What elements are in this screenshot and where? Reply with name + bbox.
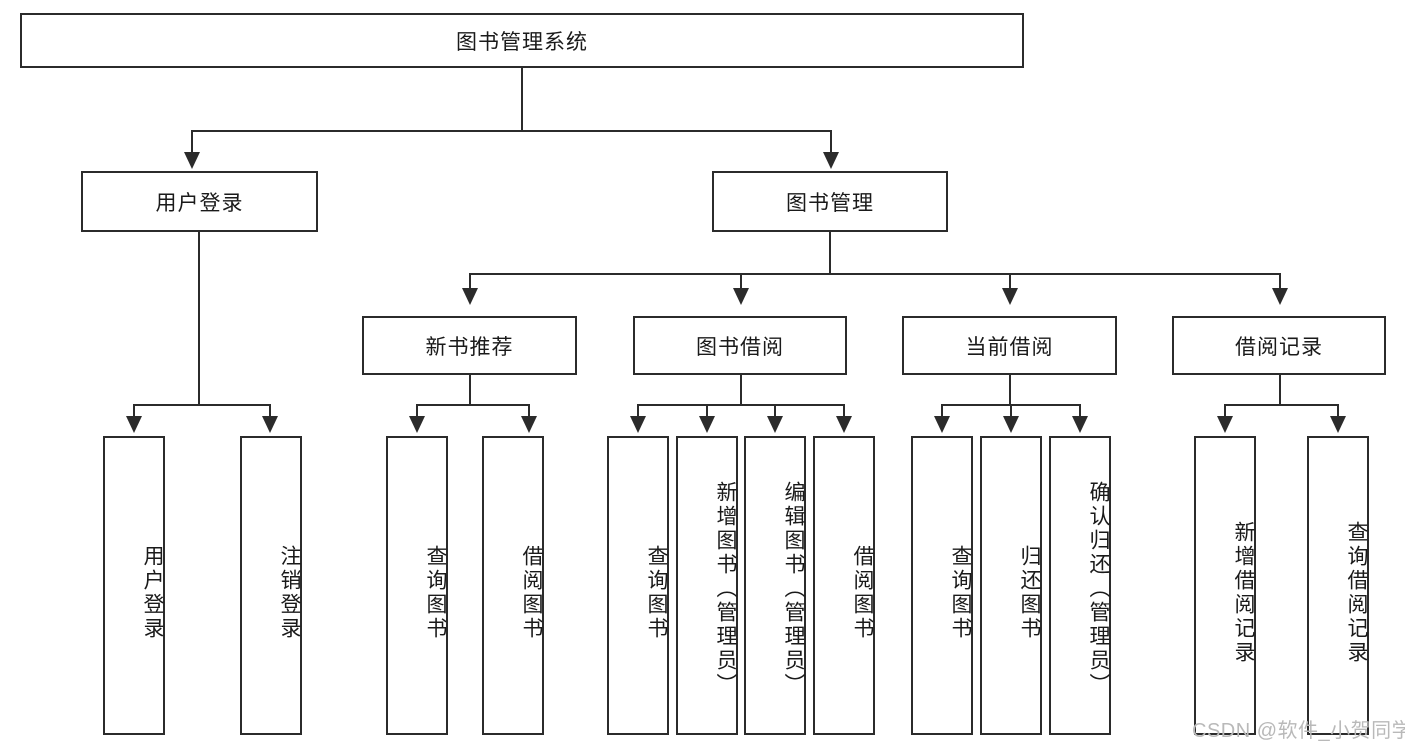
edge-root-to-book-management xyxy=(830,130,832,154)
edge-bb-to-leaf-3 xyxy=(774,404,776,418)
leaf-new-book-borrow-book[interactable]: 借阅图书 xyxy=(482,436,544,735)
edge-book-management-bar xyxy=(469,273,1281,275)
leaf-user-login-login[interactable]: 用户登录 xyxy=(103,436,165,735)
edge-cb-to-leaf-3 xyxy=(1079,404,1081,418)
arrow-new-book-to-leaf-1 xyxy=(409,416,425,433)
arrow-br-to-leaf-1 xyxy=(1217,416,1233,433)
node-root-book-management-system[interactable]: 图书管理系统 xyxy=(20,13,1024,68)
edge-bm-to-current-borrow xyxy=(1009,273,1011,290)
edge-bb-to-leaf-4 xyxy=(843,404,845,418)
arrow-bm-to-new-book xyxy=(462,288,478,305)
leaf-user-login-logout[interactable]: 注销登录 xyxy=(240,436,302,735)
edge-bb-to-leaf-2 xyxy=(706,404,708,418)
arrow-root-to-user-login xyxy=(184,152,200,169)
arrow-bm-to-current-borrow xyxy=(1002,288,1018,305)
edge-bb-to-leaf-1 xyxy=(637,404,639,418)
edge-book-borrow-stem xyxy=(740,375,742,405)
edge-book-management-stem xyxy=(829,232,831,274)
arrow-br-to-leaf-2 xyxy=(1330,416,1346,433)
edge-bm-to-borrow-record xyxy=(1279,273,1281,290)
edge-new-book-to-leaf-2 xyxy=(528,404,530,418)
leaf-new-book-query-book[interactable]: 查询图书 xyxy=(386,436,448,735)
leaf-book-borrow-borrow-book[interactable]: 借阅图书 xyxy=(813,436,875,735)
edge-br-to-leaf-2 xyxy=(1337,404,1339,418)
edge-user-login-to-leaf-2 xyxy=(269,404,271,418)
leaf-current-borrow-return-book[interactable]: 归还图书 xyxy=(980,436,1042,735)
edge-user-login-bar xyxy=(133,404,270,406)
edge-bm-to-book-borrow xyxy=(740,273,742,290)
edge-borrow-record-bar xyxy=(1224,404,1338,406)
edge-current-borrow-stem xyxy=(1009,375,1011,405)
node-new-book-recommend[interactable]: 新书推荐 xyxy=(362,316,577,375)
arrow-cb-to-leaf-2 xyxy=(1003,416,1019,433)
arrow-user-login-to-leaf-2 xyxy=(262,416,278,433)
edge-new-book-bar xyxy=(416,404,529,406)
arrow-bb-to-leaf-1 xyxy=(630,416,646,433)
arrow-new-book-to-leaf-2 xyxy=(521,416,537,433)
arrow-root-to-book-management xyxy=(823,152,839,169)
node-current-borrow[interactable]: 当前借阅 xyxy=(902,316,1117,375)
arrow-bm-to-book-borrow xyxy=(733,288,749,305)
node-user-login[interactable]: 用户登录 xyxy=(81,171,318,232)
edge-bm-to-new-book xyxy=(469,273,471,290)
edge-br-to-leaf-1 xyxy=(1224,404,1226,418)
leaf-borrow-record-query-record[interactable]: 查询借阅记录 xyxy=(1307,436,1369,735)
edge-user-login-to-leaf-1 xyxy=(133,404,135,418)
edge-borrow-record-stem xyxy=(1279,375,1281,405)
leaf-current-borrow-query-book[interactable]: 查询图书 xyxy=(911,436,973,735)
leaf-book-borrow-query-book[interactable]: 查询图书 xyxy=(607,436,669,735)
edge-root-stem xyxy=(521,68,523,131)
edge-user-login-stem xyxy=(198,232,200,405)
arrow-cb-to-leaf-1 xyxy=(934,416,950,433)
edge-book-borrow-bar xyxy=(637,404,845,406)
arrow-bb-to-leaf-4 xyxy=(836,416,852,433)
leaf-book-borrow-edit-book[interactable]: 编辑图书（管理员） xyxy=(744,436,806,735)
edge-new-book-to-leaf-1 xyxy=(416,404,418,418)
leaf-current-borrow-confirm-return[interactable]: 确认归还（管理员） xyxy=(1049,436,1111,735)
arrow-bm-to-borrow-record xyxy=(1272,288,1288,305)
edge-root-bar xyxy=(191,130,832,132)
leaf-book-borrow-add-book[interactable]: 新增图书（管理员） xyxy=(676,436,738,735)
csdn-watermark: CSDN @软件_小贺同学 xyxy=(1192,720,1405,742)
arrow-cb-to-leaf-3 xyxy=(1072,416,1088,433)
arrow-bb-to-leaf-3 xyxy=(767,416,783,433)
edge-new-book-stem xyxy=(469,375,471,405)
edge-cb-to-leaf-1 xyxy=(941,404,943,418)
edge-cb-to-leaf-2 xyxy=(1010,404,1012,418)
node-borrow-record[interactable]: 借阅记录 xyxy=(1172,316,1386,375)
node-book-borrow[interactable]: 图书借阅 xyxy=(633,316,847,375)
arrow-user-login-to-leaf-1 xyxy=(126,416,142,433)
arrow-bb-to-leaf-2 xyxy=(699,416,715,433)
node-book-management[interactable]: 图书管理 xyxy=(712,171,948,232)
edge-root-to-user-login xyxy=(191,130,193,154)
leaf-borrow-record-add-record[interactable]: 新增借阅记录 xyxy=(1194,436,1256,735)
